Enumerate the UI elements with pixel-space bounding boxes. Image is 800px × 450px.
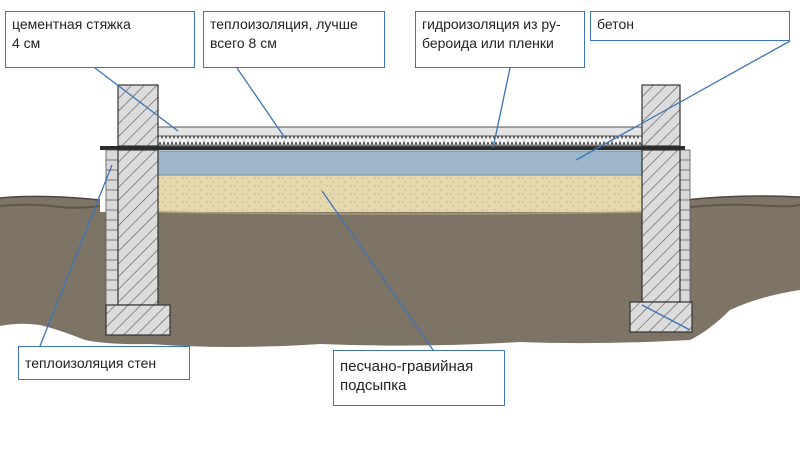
callout-wall-insulation-line1: теплоизоляция стен	[25, 355, 157, 371]
wall-insulation-right	[679, 149, 691, 303]
footing-right	[629, 301, 693, 333]
wall-left-upper	[117, 84, 159, 147]
leader-screed	[94, 67, 179, 132]
leader-wall-insulation	[39, 164, 113, 347]
wall-insulation-left-ticks	[106, 159, 118, 291]
leader-footing	[641, 304, 691, 331]
callout-cement-screed-line1: цементная стяжка	[12, 16, 131, 32]
callout-cement-screed: цементная стяжка 4 см	[5, 11, 195, 68]
soil-surface	[0, 195, 800, 201]
soil-layer	[0, 196, 800, 347]
callout-waterproofing-line1: гидроизоляция из ру-	[422, 16, 561, 32]
callout-waterproofing-line2: бероида или пленки	[422, 35, 554, 51]
leader-insulation	[236, 67, 286, 139]
footing-left	[105, 304, 171, 336]
waterproofing-membrane	[100, 146, 685, 150]
wall-left-lower	[117, 149, 159, 306]
callout-cement-screed-line2: 4 см	[12, 35, 41, 51]
cement-screed-layer	[156, 126, 643, 137]
concrete-slab	[156, 150, 643, 176]
leader-waterproofing	[492, 67, 511, 149]
wall-insulation-left	[105, 149, 119, 306]
callout-sand-gravel-line1: песчано-гравийная	[340, 358, 474, 375]
wall-insulation-right-ticks	[680, 159, 690, 291]
callout-sand-gravel: песчано-гравийная подсыпка	[333, 350, 505, 406]
callout-concrete: бетон	[590, 11, 790, 41]
callout-waterproofing: гидроизоляция из ру- бероида или пленки	[415, 11, 585, 68]
leader-concrete	[575, 40, 791, 161]
callout-wall-insulation: теплоизоляция стен	[18, 346, 190, 380]
callout-sand-gravel-line2: подсыпка	[340, 377, 407, 394]
callout-insulation-line1: теплоизоляция, лучше	[210, 16, 358, 32]
wall-right-lower	[641, 149, 681, 303]
callout-concrete-line1: бетон	[597, 16, 634, 32]
soil-top-texture	[0, 203, 800, 209]
bedding-bottom-edge	[156, 211, 643, 215]
wall-right-upper	[641, 84, 681, 147]
leader-sand-gravel	[321, 190, 434, 351]
leader-lines	[39, 40, 791, 351]
sand-gravel-bedding	[157, 175, 642, 212]
callout-insulation-line2: всего 8 см	[210, 35, 277, 51]
insulation-layer	[156, 135, 643, 147]
callout-insulation: теплоизоляция, лучше всего 8 см	[203, 11, 385, 68]
